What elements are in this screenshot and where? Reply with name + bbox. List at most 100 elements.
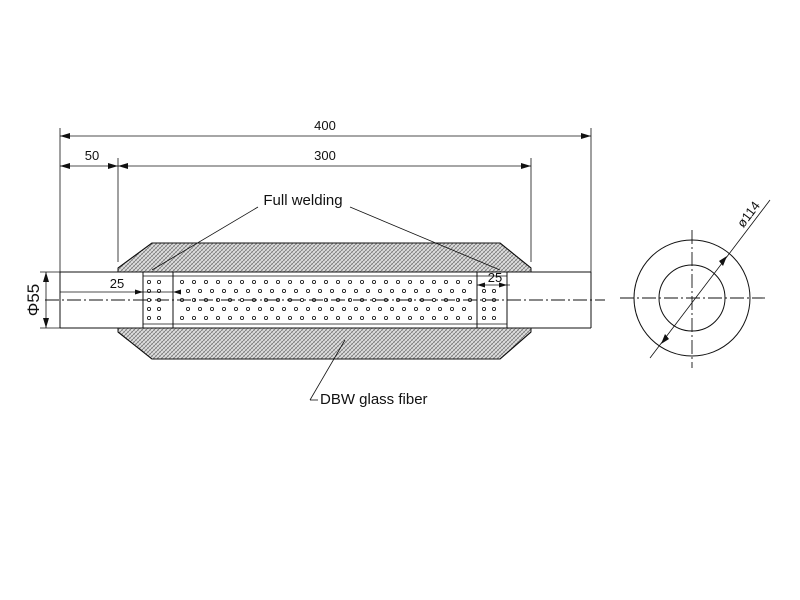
- perforation-hole: [221, 306, 226, 311]
- perforation-hole: [353, 288, 358, 293]
- perforation-hole: [245, 288, 250, 293]
- perforation-hole: [233, 288, 238, 293]
- perforation-hole: [305, 288, 310, 293]
- welding-leader-right: [349, 206, 501, 271]
- perforation-hole: [431, 315, 436, 320]
- perforation-hole: [329, 306, 334, 311]
- perforation-hole: [146, 315, 151, 320]
- perforation-hole: [491, 315, 496, 320]
- perforation-hole: [191, 279, 196, 284]
- perforation-hole: [191, 315, 196, 320]
- perforation-hole: [215, 315, 220, 320]
- full-welding-label: Full welding: [263, 192, 342, 209]
- perforation-hole: [203, 279, 208, 284]
- perforation-hole: [461, 288, 466, 293]
- outer-shell-outline: [117, 242, 532, 360]
- perforation-hole: [245, 306, 250, 311]
- perforation-hole: [275, 279, 280, 284]
- perforation-hole: [419, 315, 424, 320]
- dim-insert-right-label: 25: [488, 270, 502, 285]
- perforation-hole: [425, 288, 430, 293]
- perforation-hole: [437, 306, 442, 311]
- perforation-hole: [275, 315, 280, 320]
- perforation-holes: [146, 279, 496, 320]
- shell-diameter-leader: [649, 199, 771, 359]
- perforation-hole: [491, 288, 496, 293]
- perforation-hole: [311, 315, 316, 320]
- perforation-hole: [263, 279, 268, 284]
- annotation-glass-fiber: DBW glass fiber: [309, 339, 428, 408]
- perforation-hole: [449, 306, 454, 311]
- dim-body-length-label: 300: [314, 148, 336, 163]
- perforation-hole: [455, 315, 460, 320]
- perforation-hole: [377, 306, 382, 311]
- perforation-hole: [407, 279, 412, 284]
- perforation-hole: [269, 288, 274, 293]
- perforation-hole: [156, 279, 161, 284]
- perforation-hole: [227, 315, 232, 320]
- perforation-hole: [146, 279, 151, 284]
- perforation-hole: [251, 315, 256, 320]
- perforation-hole: [341, 306, 346, 311]
- glass-fiber-insulation-bottom: [117, 327, 532, 360]
- glass-fiber-leader: [309, 339, 346, 401]
- perforation-hole: [323, 315, 328, 320]
- perforation-hole: [179, 279, 184, 284]
- perforation-hole: [263, 315, 268, 320]
- glass-fiber-label: DBW glass fiber: [320, 391, 428, 408]
- perforation-hole: [389, 306, 394, 311]
- perforation-hole: [389, 288, 394, 293]
- perforation-hole: [257, 306, 262, 311]
- perforation-hole: [209, 288, 214, 293]
- perforation-hole: [353, 306, 358, 311]
- perforation-hole: [335, 279, 340, 284]
- perforation-hole: [323, 279, 328, 284]
- perforation-hole: [413, 288, 418, 293]
- dim-overall-length: 400: [59, 118, 592, 272]
- perforation-hole: [347, 279, 352, 284]
- perforation-hole: [425, 306, 430, 311]
- perforation-hole: [347, 315, 352, 320]
- dim-shell-diameter-label: ø114: [734, 198, 763, 230]
- perforation-hole: [329, 288, 334, 293]
- perforation-hole: [221, 288, 226, 293]
- perforation-hole: [461, 306, 466, 311]
- perforation-hole: [239, 315, 244, 320]
- perforation-hole: [227, 279, 232, 284]
- perforation-hole: [491, 306, 496, 311]
- glass-fiber-insulation-top: [117, 242, 532, 273]
- perforation-hole: [401, 306, 406, 311]
- dim-insert-left: 25: [60, 276, 181, 295]
- perforation-hole: [371, 279, 376, 284]
- perforation-hole: [281, 306, 286, 311]
- perforation-hole: [383, 279, 388, 284]
- perforation-hole: [197, 306, 202, 311]
- perforation-hole: [467, 315, 472, 320]
- perforation-hole: [335, 315, 340, 320]
- dim-overall-length-label: 400: [314, 118, 336, 133]
- welding-leader-left: [151, 206, 259, 271]
- perforation-hole: [299, 279, 304, 284]
- perforation-hole: [299, 315, 304, 320]
- perforation-hole: [293, 288, 298, 293]
- perforation-hole: [407, 315, 412, 320]
- perforation-hole: [185, 288, 190, 293]
- perforation-hole: [185, 306, 190, 311]
- perforation-hole: [413, 306, 418, 311]
- perforation-hole: [443, 279, 448, 284]
- perforation-hole: [395, 279, 400, 284]
- perforation-hole: [437, 288, 442, 293]
- perforation-hole: [377, 288, 382, 293]
- perforation-hole: [287, 315, 292, 320]
- dim-pipe-diameter-label: Φ55: [24, 284, 43, 316]
- perforation-hole: [269, 306, 274, 311]
- perforation-hole: [281, 288, 286, 293]
- perforation-hole: [215, 279, 220, 284]
- annotation-full-welding: Full welding: [151, 192, 501, 271]
- perforation-hole: [449, 288, 454, 293]
- perforation-hole: [365, 288, 370, 293]
- perforation-hole: [455, 279, 460, 284]
- perforation-hole: [443, 315, 448, 320]
